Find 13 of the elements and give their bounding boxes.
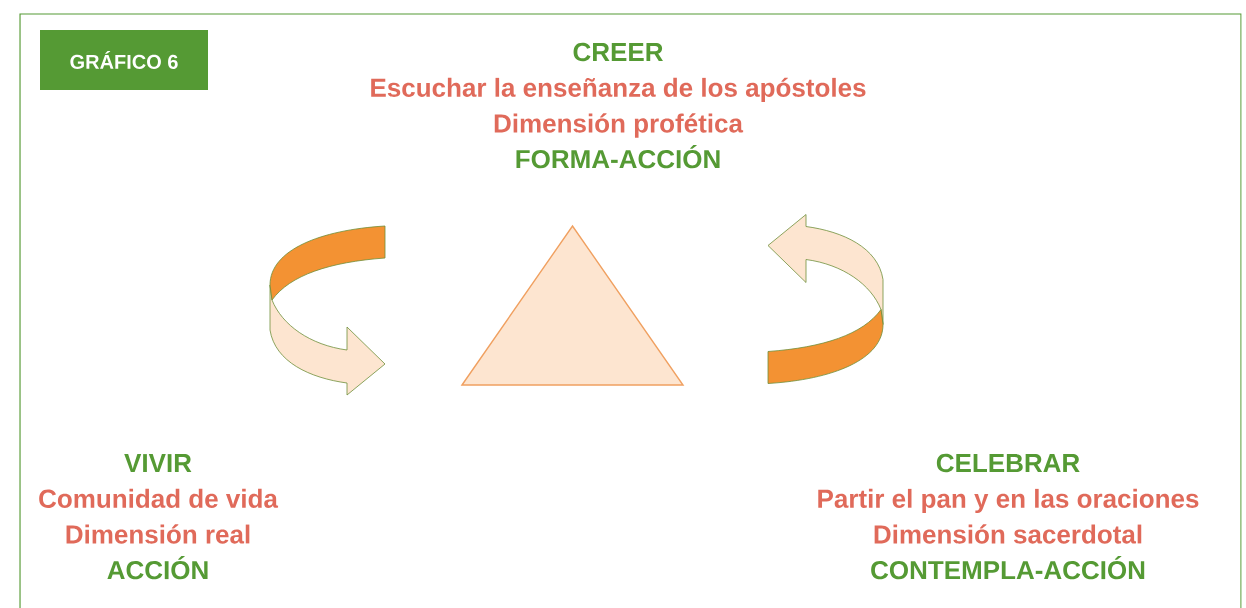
heading: VIVIR [124, 454, 192, 472]
heading-badge: GRÁFICO 6 [40, 30, 208, 90]
text-line: Comunidad de vida [39, 488, 279, 508]
subtitle: ACCIÓN [107, 556, 208, 580]
text-line: Partir el pan y en las oraciones [818, 488, 1199, 514]
subtitle: FORMA-ACCIÓN [516, 145, 720, 169]
text-line: Dimensión sacerdotal [874, 524, 1142, 544]
heading: CELEBRAR [936, 453, 1080, 473]
heading: CREER [573, 42, 663, 62]
text-line: Escuchar la enseñanza de los apóstoles [371, 77, 866, 103]
text-line: Dimensión real [66, 524, 250, 544]
text-line: Dimensión profética [494, 113, 744, 138]
subtitle: CONTEMPLA-ACCIÓN [871, 556, 1145, 580]
